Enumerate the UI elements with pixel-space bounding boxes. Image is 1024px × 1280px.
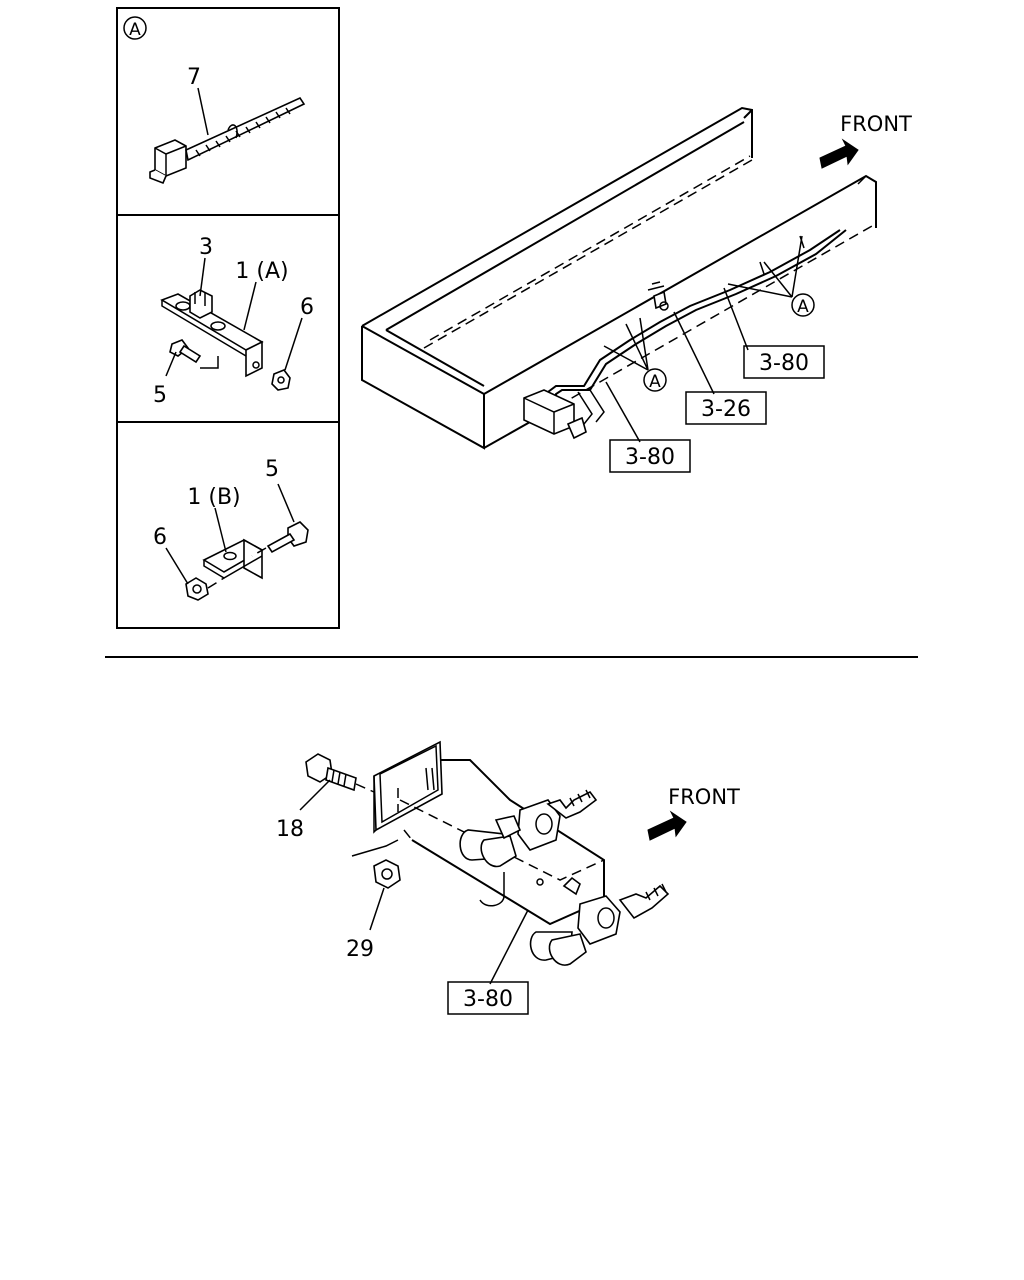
part-5-callout-a: 5 [153, 351, 177, 408]
ref-3-80-upper-label: 3-80 [759, 351, 809, 376]
svg-text:A: A [129, 20, 141, 40]
front-arrow-icon [819, 138, 859, 169]
detail-a-marker: A [123, 16, 147, 40]
part-1b-label: 1 (B) [187, 485, 240, 510]
ref-3-80-lower: 3-80 [605, 381, 691, 473]
part-1a-label: 1 (A) [235, 259, 288, 284]
part-1b-callout: 1 (B) [187, 485, 241, 553]
part-6-callout-a: 6 [284, 295, 314, 371]
valve-assembly-drawing [305, 740, 670, 966]
part-6-callout-b: 6 [153, 525, 189, 585]
front-arrow-icon-lower [647, 810, 687, 841]
detail-a-panels [116, 7, 340, 629]
part-1a-callout: 1 (A) [235, 259, 289, 331]
callout-a-right-label: A [797, 297, 809, 317]
part-5-callout-b: 5 [265, 457, 295, 523]
ref-3-26: 3-26 [673, 311, 767, 425]
frame-rail-drawing [361, 106, 877, 450]
part-7-label: 7 [187, 65, 201, 90]
valve-front-indicator: FRONT [647, 785, 740, 841]
bracket-1a-drawing [160, 289, 291, 391]
part-5-label-b: 5 [265, 457, 279, 482]
ref-3-80-upper: 3-80 [723, 287, 825, 379]
part-29-callout: 29 [346, 887, 385, 962]
ref-3-80-lower-label: 3-80 [625, 445, 675, 470]
ref-3-80-valve: 3-80 [447, 909, 529, 1015]
part-5-label-a: 5 [153, 383, 167, 408]
part-6-label-a: 6 [300, 295, 314, 320]
bracket-1b-drawing [185, 521, 309, 601]
part-18-label: 18 [276, 817, 304, 842]
callout-a-right: A [727, 235, 815, 317]
front-label-bottom: FRONT [668, 785, 740, 809]
ref-3-26-label: 3-26 [701, 397, 751, 422]
part-3-label: 3 [199, 235, 213, 260]
ref-3-80-valve-label: 3-80 [463, 987, 513, 1012]
part-3-callout: 3 [199, 235, 213, 297]
part-6-label-b: 6 [153, 525, 167, 550]
callout-a-left-label: A [649, 372, 661, 392]
part-7-callout: 7 [187, 65, 209, 136]
front-label-top: FRONT [840, 112, 912, 136]
cable-tie-drawing [149, 96, 306, 185]
part-18-callout: 18 [276, 779, 331, 842]
part-29-label: 29 [346, 937, 374, 962]
callout-a-left: A [603, 317, 667, 392]
frame-front-indicator: FRONT [819, 112, 912, 169]
